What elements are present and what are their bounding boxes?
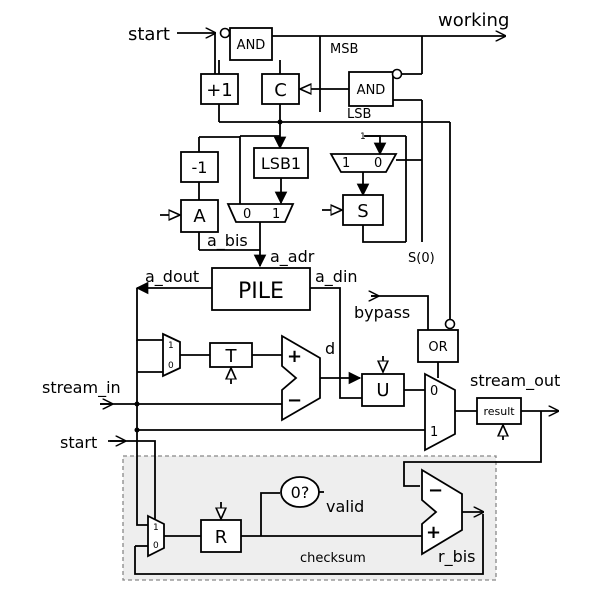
lsb1-label: LSB1: [261, 154, 301, 173]
valid-label: valid: [326, 497, 364, 516]
checksum-label: checksum: [300, 551, 366, 566]
zero-test-label: 0?: [291, 483, 310, 502]
a-din-wire: [310, 287, 341, 386]
stream-out-checksum-wire: [403, 411, 542, 487]
and-right-label: AND: [357, 83, 386, 98]
junction-dot-bypass: [134, 427, 140, 433]
or-invert-bubble: [444, 318, 456, 330]
and-top-label: AND: [237, 38, 266, 53]
t-label: T: [225, 346, 238, 367]
adder-r: [421, 468, 463, 556]
working-label: working: [438, 10, 509, 31]
and-top-block: [229, 27, 273, 61]
s-label: S: [357, 201, 368, 222]
mux-t-in1-wire: [136, 288, 163, 341]
u-label: U: [376, 380, 389, 401]
a-din-label: a_din: [315, 267, 358, 287]
or-block: [417, 329, 459, 363]
or-label: OR: [428, 340, 447, 355]
a-label: A: [193, 206, 206, 227]
a-dout-label: a_dout: [145, 267, 199, 287]
d-label: d: [325, 339, 335, 358]
mux-out-0: 0: [430, 384, 438, 399]
stream-in-label: stream_in: [42, 378, 121, 398]
junction-dot: [277, 119, 283, 125]
mux-s-1: 1: [342, 156, 350, 171]
and-right-block: [348, 71, 394, 107]
bypass-label: bypass: [354, 303, 410, 322]
u-block: [361, 373, 405, 407]
a-adr-label: a_adr: [270, 247, 315, 267]
mux-a: [226, 203, 295, 223]
mux-s: [329, 153, 398, 173]
msb-label: MSB: [330, 42, 358, 57]
and-right-invert-bubble: [391, 68, 403, 80]
s0-label: S(0): [408, 251, 435, 266]
r-label: R: [215, 527, 228, 548]
mux-a-0: 0: [243, 207, 251, 222]
a-din-u-wire: [339, 386, 362, 399]
and-top-invert-bubble: [219, 27, 231, 39]
r-bis-loop-wire: [134, 514, 484, 575]
start-top-label: start: [128, 24, 170, 45]
junction-dot-in: [134, 401, 140, 407]
pile-label: PILE: [238, 279, 284, 304]
stream-out-label: stream_out: [470, 371, 560, 391]
a-bis-label: a_bis: [207, 231, 248, 251]
minus1-label: -1: [192, 158, 208, 177]
mux-r-in1-wire: [136, 440, 148, 526]
mux-r-0: 0: [153, 541, 159, 551]
c-label: C: [274, 80, 287, 101]
mux-r: [147, 514, 165, 558]
mux-a-1: 1: [272, 207, 280, 222]
pile-block: [211, 267, 311, 311]
mux-s-0: 0: [374, 156, 382, 171]
r-zero-wire: [260, 492, 280, 536]
mux-out-1: 1: [430, 425, 438, 440]
lsb-label: LSB: [347, 107, 371, 122]
r-bis-label: r_bis: [438, 547, 476, 567]
adder-d-minus: −: [287, 390, 302, 411]
bypass-wire: [371, 295, 429, 330]
mux-s-const-wire: [365, 135, 387, 156]
adder-r-minus: −: [428, 480, 443, 501]
adder-d-plus: +: [287, 346, 302, 367]
result-block: [476, 397, 522, 425]
mux-r-1: 1: [153, 523, 159, 533]
mux-t-0: 0: [168, 361, 174, 371]
minus1-block: [180, 151, 219, 183]
adder-r-plus: +: [426, 522, 441, 543]
adder-d: [281, 334, 321, 422]
mux-out: [424, 372, 456, 452]
r-block: [200, 519, 242, 553]
mux-t: [162, 332, 181, 378]
mux-s-const: 1: [360, 132, 366, 142]
mux-t-1: 1: [168, 341, 174, 351]
start-bottom-wire: [110, 440, 156, 520]
s-out-wire: [362, 225, 406, 243]
start-bottom-label: start: [60, 433, 97, 452]
result-label: result: [483, 405, 515, 418]
plus1-label: +1: [206, 80, 233, 101]
